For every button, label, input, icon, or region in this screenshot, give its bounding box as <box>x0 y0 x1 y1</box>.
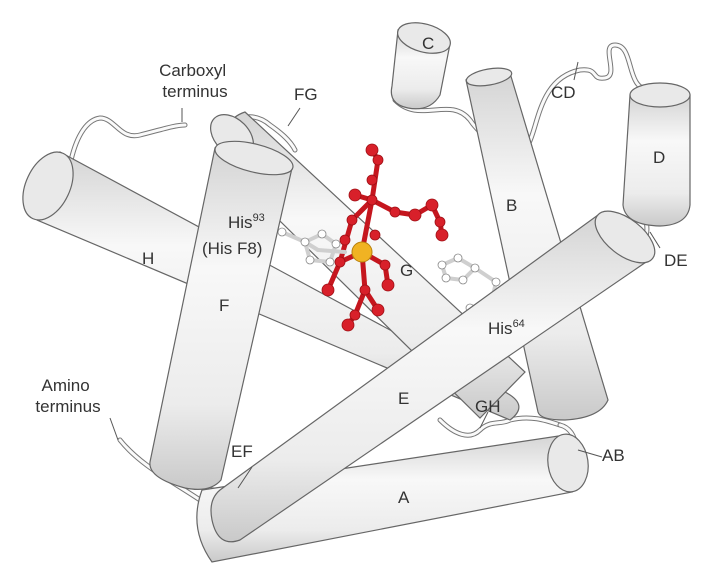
amino-terminus-line1: Amino <box>42 376 90 395</box>
carboxyl-terminus-label: Carboxyl terminus <box>159 61 231 101</box>
his93-residue <box>277 227 347 267</box>
helix-label-b: B <box>506 196 517 215</box>
helix-b <box>465 67 609 421</box>
his93-alt-label: (His F8) <box>202 239 262 258</box>
carboxyl-terminus-line2: terminus <box>162 82 227 101</box>
helix-label-d: D <box>653 148 665 167</box>
loop-label-ef: EF <box>231 442 253 461</box>
loop-label-de: DE <box>664 251 688 270</box>
his93-label-base: His <box>228 213 253 232</box>
helix-label-c: C <box>422 34 434 53</box>
helix-c <box>390 22 451 110</box>
iron-atom <box>351 241 373 263</box>
helix-label-g: G <box>400 261 413 280</box>
helix-h <box>22 151 520 421</box>
amino-terminus-label: Amino terminus <box>35 376 100 416</box>
his64-label-sup: 64 <box>513 318 525 330</box>
carboxyl-terminus-line1: Carboxyl <box>159 61 226 80</box>
loop-label-fg: FG <box>294 85 318 104</box>
leader-lines <box>109 61 661 489</box>
his64-label-base: His <box>488 319 513 338</box>
helix-e <box>210 210 656 543</box>
his93-label: His93 <box>228 212 265 232</box>
his64-label: His64 <box>488 318 525 338</box>
helix-label-f: F <box>219 296 229 315</box>
helix-a <box>196 433 589 563</box>
loop-label-cd: CD <box>551 83 576 102</box>
helix-label-h: H <box>142 249 154 268</box>
loop-label-ab: AB <box>602 446 625 465</box>
helix-d <box>622 82 691 227</box>
his93-label-sup: 93 <box>253 212 265 224</box>
amino-terminus-line2: terminus <box>35 397 100 416</box>
loop-label-gh: GH <box>475 397 501 416</box>
helix-label-a: A <box>398 488 410 507</box>
helix-f <box>149 140 294 490</box>
helix-label-e: E <box>398 389 409 408</box>
